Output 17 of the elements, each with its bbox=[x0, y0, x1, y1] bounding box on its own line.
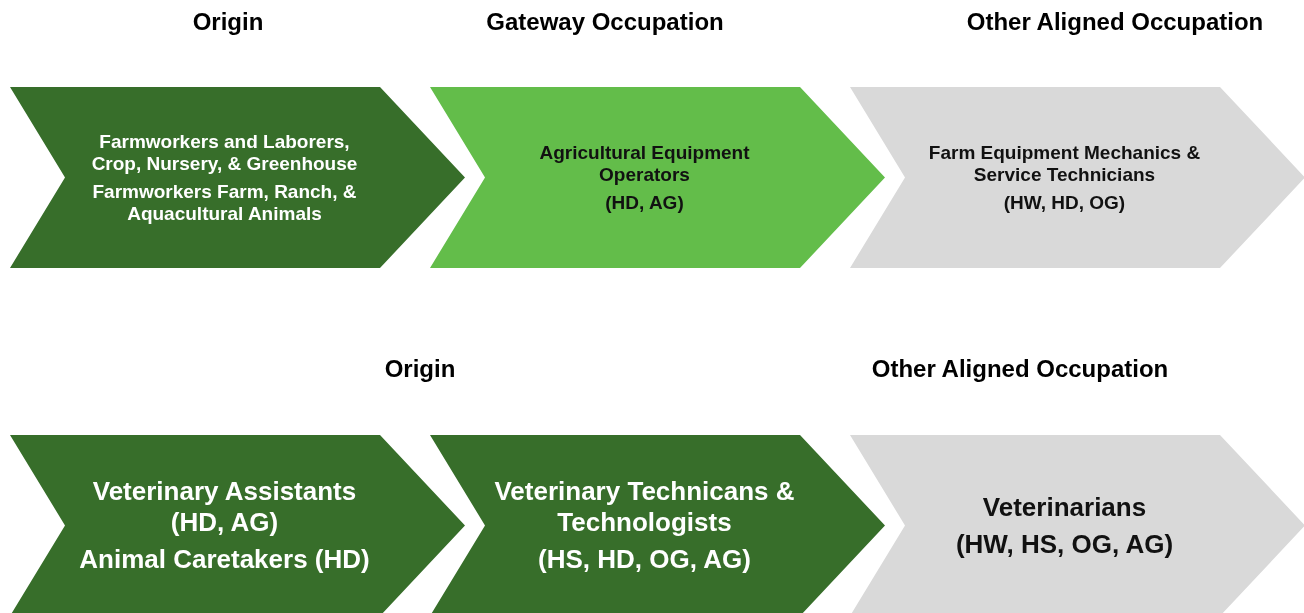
chevron-text: Farm Equipment Mechanics & Service Technicians bbox=[927, 141, 1202, 186]
column-heading: Origin bbox=[192, 8, 264, 36]
chevron-text: Farmworkers Farm, Ranch, & Aquacultural Animals bbox=[91, 180, 358, 225]
column-heading: Gateway Occupation bbox=[486, 8, 724, 36]
chevron-text: Agricultural Equipment Operators bbox=[538, 141, 751, 186]
column-heading: Other Aligned Occupation bbox=[966, 8, 1264, 36]
chevron-text: (HW, HS, OG, AG) bbox=[955, 528, 1174, 560]
chevron-text: Animal Caretakers (HD) bbox=[79, 544, 370, 575]
column-heading: Origin bbox=[384, 355, 456, 383]
chevron-text: (HW, HD, OG) bbox=[1003, 191, 1126, 214]
column-heading: Other Aligned Occupation bbox=[871, 355, 1169, 383]
chevron-text: Veterinary Technicans & Technologists bbox=[493, 476, 796, 538]
chevron-text: Veterinarians bbox=[982, 491, 1147, 523]
chevron-text: Veterinary Assistants (HD, AG) bbox=[91, 476, 358, 538]
chevron-text: Farmworkers and Laborers, Crop, Nursery, & Greenhouse bbox=[90, 130, 359, 175]
chevron-text: (HD, AG) bbox=[605, 191, 684, 214]
chevron-text: (HS, HD, OG, AG) bbox=[538, 544, 751, 575]
